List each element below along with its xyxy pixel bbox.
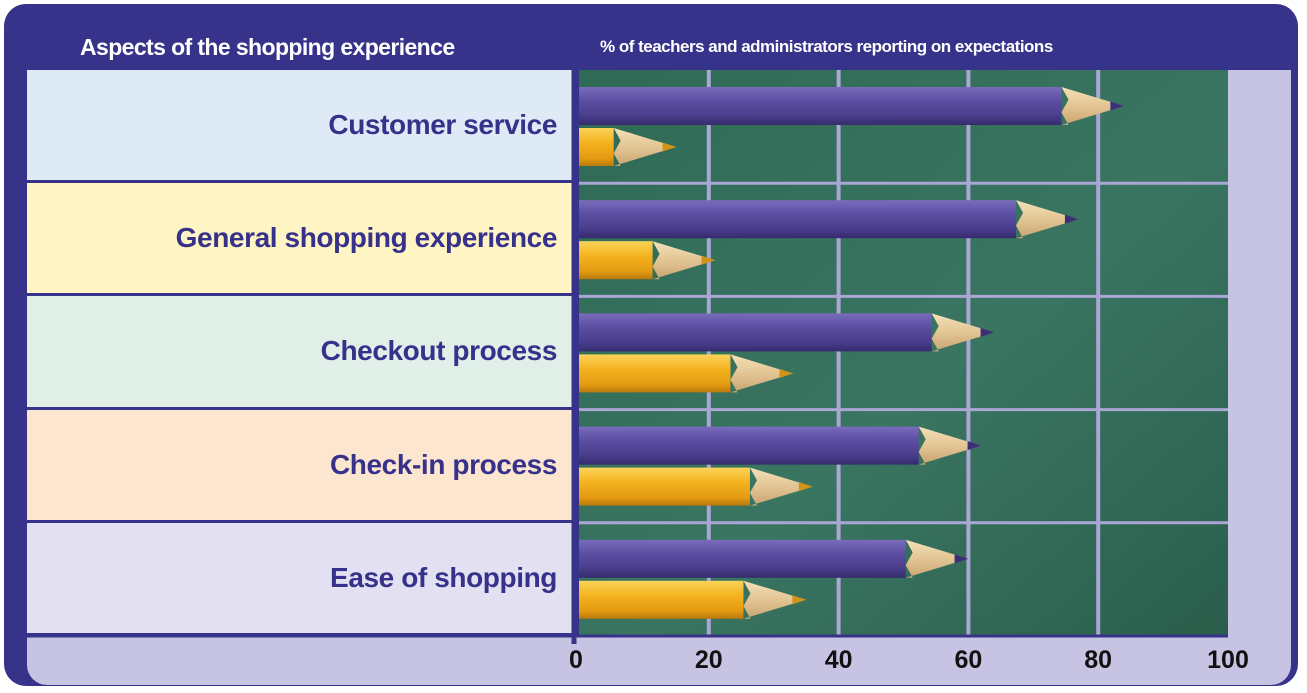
yellow-pencil-bar-body xyxy=(579,354,731,393)
purple-pencil-bar-body xyxy=(579,539,906,578)
yellow-pencil-bar xyxy=(579,580,807,619)
purple-pencil-bar-lead xyxy=(1110,101,1125,111)
purple-pencil-bar xyxy=(579,87,1125,125)
yellow-pencil-bar-body xyxy=(579,467,750,506)
yellow-pencil-bar-wood xyxy=(749,467,813,506)
yellow-pencil-bar-lead xyxy=(792,595,807,605)
purple-pencil-bar-wood xyxy=(1061,87,1125,125)
yellow-pencil-bar xyxy=(579,467,813,506)
purple-pencil-bar-lead xyxy=(980,327,995,337)
yellow-pencil-bar xyxy=(579,128,677,166)
purple-pencil-bar-lead xyxy=(1064,214,1079,224)
category-row: Customer service xyxy=(27,70,574,181)
right-margin-band xyxy=(1228,70,1291,636)
purple-pencil-bar-body xyxy=(579,200,1017,239)
purple-pencil-bar-body xyxy=(579,313,932,352)
purple-pencil-bar-wood xyxy=(918,426,982,465)
purple-pencil-bar xyxy=(579,200,1079,239)
yellow-pencil-bar-lead xyxy=(779,368,794,378)
category-column-title: Aspects of the shopping experience xyxy=(80,34,455,60)
x-tick-label: 100 xyxy=(1207,646,1249,674)
yellow-pencil-bar-wood xyxy=(652,241,716,280)
category-row: Ease of shopping xyxy=(27,522,574,633)
purple-pencil-bar-wood xyxy=(931,313,995,352)
yellow-pencil-bar-wood xyxy=(730,354,794,393)
category-label: Checkout process xyxy=(320,335,558,367)
purple-pencil-bar xyxy=(579,426,982,465)
purple-pencil-bar xyxy=(579,313,995,352)
yellow-pencil-bar-wood xyxy=(613,128,677,166)
yellow-pencil-bar-body xyxy=(579,580,744,619)
category-row: Check-in process xyxy=(27,409,574,520)
yellow-pencil-bar-lead xyxy=(662,142,677,152)
category-label: General shopping experience xyxy=(175,222,558,254)
x-tick-label: 20 xyxy=(694,646,723,674)
x-tick-label: 60 xyxy=(954,646,983,674)
category-label: Check-in process xyxy=(329,448,557,480)
yellow-pencil-bar-lead xyxy=(701,255,716,265)
purple-pencil-bar-lead xyxy=(954,554,969,564)
x-axis-band xyxy=(27,636,1291,685)
x-tick-label: 40 xyxy=(824,646,853,674)
category-label: Ease of shopping xyxy=(330,561,557,593)
purple-pencil-bar xyxy=(579,539,969,578)
purple-pencil-bar-wood xyxy=(1016,200,1079,239)
yellow-pencil-bar-body xyxy=(579,241,653,280)
category-row: Checkout process xyxy=(27,296,574,407)
value-axis-title: % of teachers and administrators reporti… xyxy=(600,37,1053,56)
yellow-pencil-bar-wood xyxy=(743,580,807,619)
purple-pencil-bar-body xyxy=(579,426,919,465)
yellow-pencil-bar-body xyxy=(579,128,614,166)
purple-pencil-bar-wood xyxy=(905,539,969,578)
purple-pencil-bar-body xyxy=(579,87,1062,125)
x-tick-label: 80 xyxy=(1084,646,1113,674)
category-label: Customer service xyxy=(328,109,557,141)
category-row: General shopping experience xyxy=(27,183,574,294)
yellow-pencil-bar-lead xyxy=(798,482,813,492)
purple-pencil-bar-lead xyxy=(967,441,982,451)
yellow-pencil-bar xyxy=(579,241,716,280)
x-tick-label: 0 xyxy=(569,646,583,674)
yellow-pencil-bar xyxy=(579,354,794,393)
